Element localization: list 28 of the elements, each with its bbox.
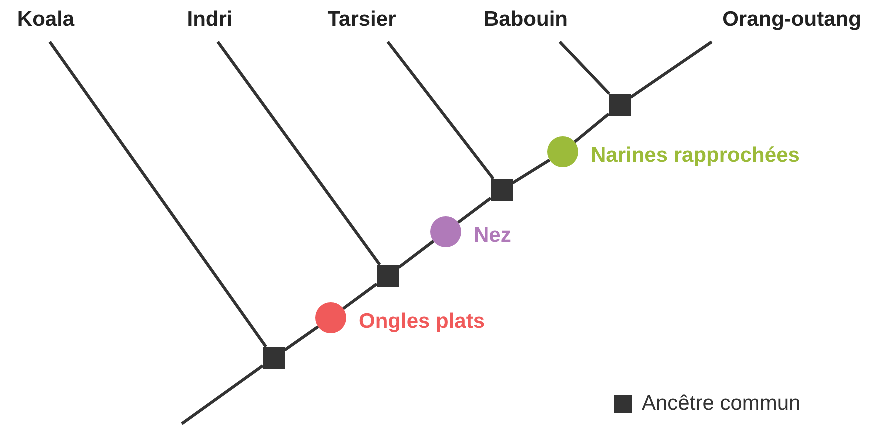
branch-line bbox=[458, 197, 492, 224]
branch-line bbox=[216, 41, 382, 266]
ancestor-square bbox=[377, 265, 399, 287]
trait-label: Nez bbox=[474, 224, 512, 248]
trait-dot bbox=[316, 302, 346, 334]
branch-line bbox=[512, 158, 551, 184]
branch-line bbox=[284, 326, 320, 352]
branch-line bbox=[574, 112, 610, 144]
branch-line bbox=[48, 41, 268, 348]
trait-label: Ongles plats bbox=[359, 310, 486, 334]
ancestor-square bbox=[263, 347, 285, 369]
trait-dot bbox=[430, 216, 462, 248]
species-label: Orang-outang bbox=[722, 6, 862, 40]
branch-line bbox=[386, 41, 495, 180]
trait-label: Narines rapprochées bbox=[591, 144, 800, 168]
branch-line bbox=[398, 240, 435, 269]
species-label: Babouin bbox=[484, 6, 568, 40]
legend-text: Ancêtre commun bbox=[642, 392, 801, 416]
species-label: Tarsier bbox=[328, 6, 396, 40]
ancestor-square bbox=[491, 179, 513, 201]
species-label: Koala bbox=[17, 6, 75, 40]
branch-line bbox=[181, 364, 264, 425]
trait-dot bbox=[548, 136, 578, 168]
branch-line bbox=[630, 40, 713, 99]
species-label: Indri bbox=[187, 6, 233, 40]
ancestor-square bbox=[609, 94, 631, 116]
branch-line bbox=[342, 282, 378, 310]
branch-line bbox=[558, 40, 611, 96]
